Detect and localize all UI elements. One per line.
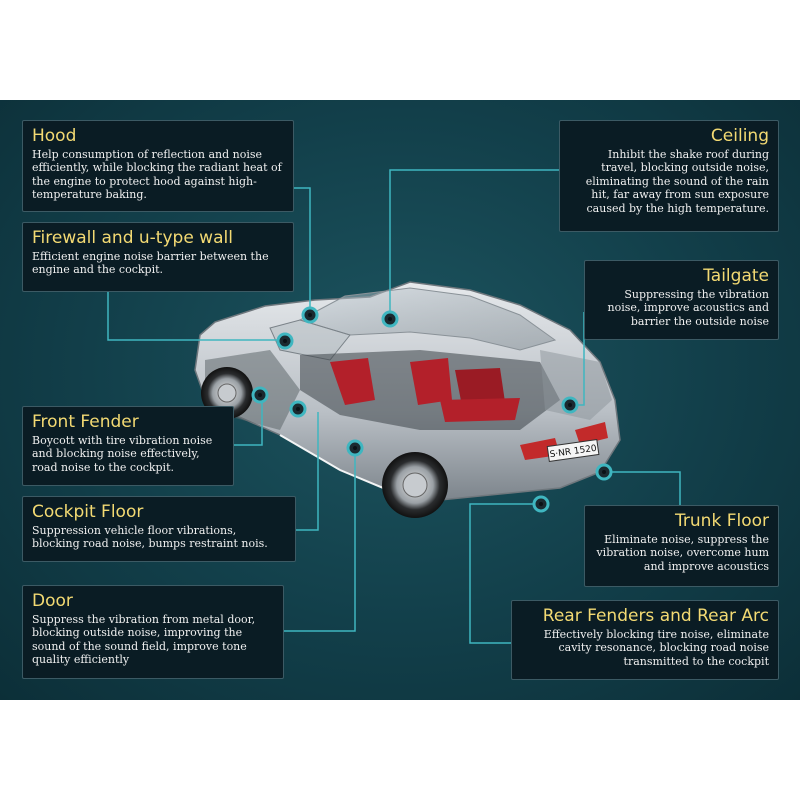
car-illustration: S·NR 1520 <box>107 169 681 644</box>
markers <box>251 306 613 513</box>
hood-description: Help consumption of reflection and noise… <box>32 148 282 202</box>
ceiling-connector <box>389 169 559 317</box>
ceiling-title: Ceiling <box>710 126 769 146</box>
firewall-description: Efficient engine noise barrier between t… <box>32 250 269 277</box>
cockpit-floor-connector <box>295 412 319 531</box>
hood-connector <box>294 187 311 313</box>
cockpit-floor-title: Cockpit Floor <box>32 502 144 522</box>
ring-marker-icon <box>532 495 550 513</box>
cockpit-floor-description: Suppression vehicle floor vibrations, bl… <box>32 524 268 551</box>
door-title: Door <box>32 591 73 611</box>
front-fender-description: Boycott with tire vibration noise and bl… <box>32 434 213 474</box>
front-fender-title: Front Fender <box>32 412 139 432</box>
hood-title: Hood <box>32 126 77 146</box>
front-fender-label: Front Fender Boycott with tire vibration… <box>22 406 234 486</box>
trunk-floor-title: Trunk Floor <box>675 511 769 531</box>
ring-marker-icon <box>276 332 294 350</box>
tailgate-description: Suppressing the vibration noise, improve… <box>607 288 769 328</box>
ring-marker-icon <box>561 396 579 414</box>
rear-fenders-connector <box>469 503 541 644</box>
rear-fenders-label: Rear Fenders and Rear Arc Effectively bl… <box>511 600 779 680</box>
car-body: S·NR 1520 <box>194 281 621 501</box>
door-label: Door Suppress the vibration from metal d… <box>22 585 284 679</box>
cockpit-floor-label: Cockpit Floor Suppression vehicle floor … <box>22 496 296 562</box>
rear-fenders-title: Rear Fenders and Rear Arc <box>542 606 769 626</box>
rear-fenders-description: Effectively blocking tire noise, elimina… <box>543 628 769 668</box>
tailgate-label: Tailgate Suppressing the vibration noise… <box>584 260 779 340</box>
trunk-floor-connector <box>604 471 681 505</box>
door-description: Suppress the vibration from metal door, … <box>32 613 256 667</box>
connector-lines <box>107 169 681 644</box>
trunk-floor-label: Trunk Floor Eliminate noise, suppress th… <box>584 505 779 587</box>
tailgate-title: Tailgate <box>703 266 769 286</box>
hood-label: Hood Help consumption of reflection and … <box>22 120 294 212</box>
ring-marker-icon <box>289 400 307 418</box>
front-fender-connector <box>233 397 263 446</box>
trunk-floor-description: Eliminate noise, suppress the vibration … <box>596 533 769 573</box>
infographic-panel: S·NR 1520 <box>0 100 800 700</box>
firewall-label: Firewall and u-type wall Efficient engin… <box>22 222 294 292</box>
firewall-title: Firewall and u-type wall <box>32 228 233 248</box>
ring-marker-icon <box>346 439 364 457</box>
ring-marker-icon <box>381 310 399 328</box>
ring-marker-icon <box>595 463 613 481</box>
ceiling-description: Inhibit the shake roof during travel, bl… <box>585 148 769 215</box>
ceiling-label: Ceiling Inhibit the shake roof during tr… <box>559 120 779 232</box>
ring-marker-icon <box>301 306 319 324</box>
ring-marker-icon <box>251 386 269 404</box>
firewall-connector <box>107 290 279 341</box>
door-connector <box>283 450 356 632</box>
